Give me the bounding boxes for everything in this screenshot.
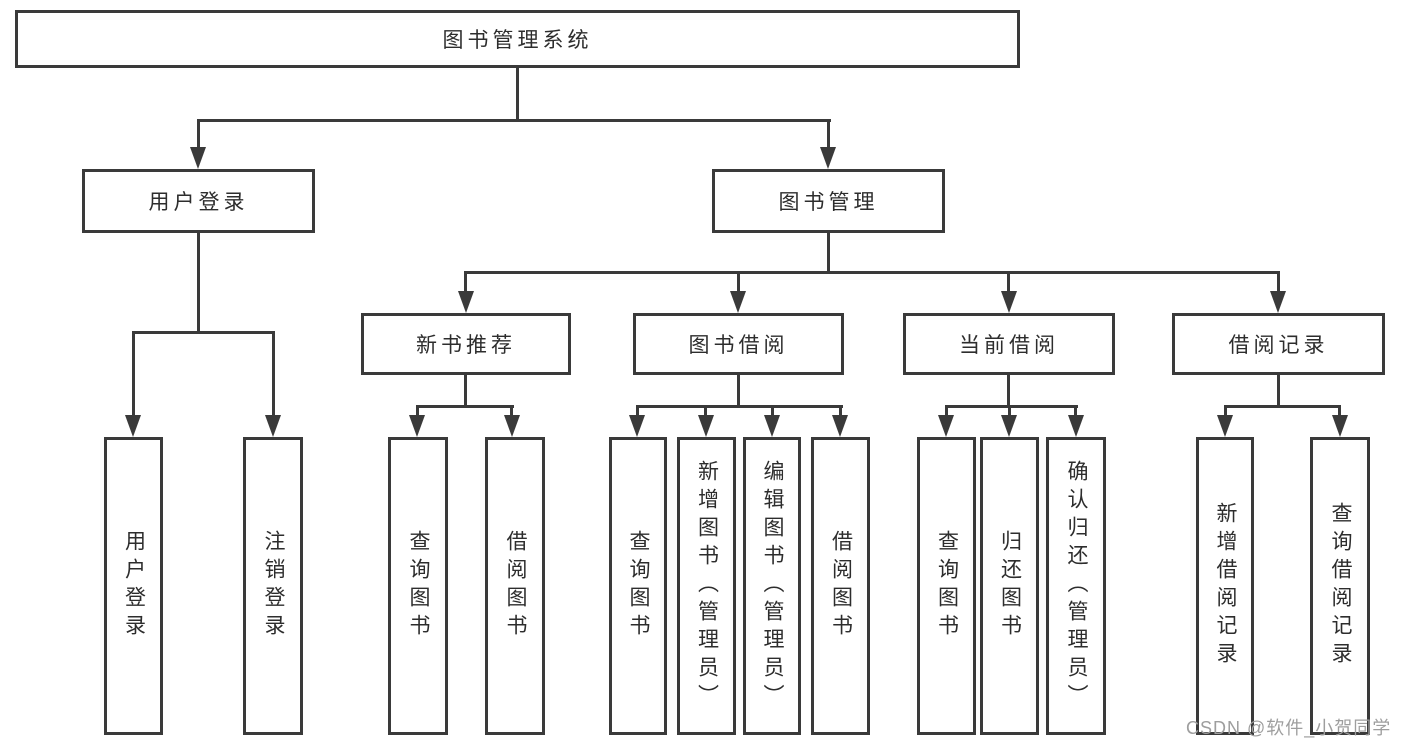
arrow-to-borrowing-edit-books	[764, 415, 780, 437]
connector-user-login-drop-right	[272, 331, 275, 417]
leaf-current-confirm-return-admin: 确认归还（管理员）	[1046, 437, 1106, 735]
connector-drop-borrowing-records	[1277, 271, 1280, 294]
arrow-to-borrowing-records	[1270, 291, 1286, 313]
connector-current-drop-2	[1008, 405, 1011, 419]
arrow-to-leaf-logout-login	[265, 415, 281, 437]
node-book-borrowing: 图书借阅	[633, 313, 844, 375]
connector-root-drop-left	[197, 119, 200, 149]
csdn-watermark: CSDN @软件_小贺同学	[1186, 718, 1392, 738]
connector-current-span	[945, 405, 1078, 408]
arrow-to-current-borrowing	[1001, 291, 1017, 313]
node-library-system-label: 图书管理系统	[442, 29, 593, 52]
connector-drop-book-borrowing	[737, 271, 740, 294]
leaf-borrowing-query-books-label: 查询图书	[627, 530, 651, 642]
leaf-user-login-label: 用户登录	[122, 530, 146, 642]
node-current-borrowing: 当前借阅	[903, 313, 1115, 375]
leaf-current-confirm-return-admin-label: 确认归还（管理员）	[1065, 460, 1089, 712]
arrow-to-new-book-recommend	[458, 291, 474, 313]
connector-book-management-trunk	[827, 233, 830, 274]
node-user-login: 用户登录	[82, 169, 315, 233]
node-current-borrowing-label: 当前借阅	[959, 334, 1059, 357]
leaf-borrowing-query-books: 查询图书	[609, 437, 667, 735]
connector-borrowing-drop-1	[636, 405, 639, 419]
connector-recommend-drop-1	[416, 405, 419, 419]
leaf-recommend-borrow-books-label: 借阅图书	[504, 530, 528, 642]
node-new-book-recommend-label: 新书推荐	[416, 334, 516, 357]
arrow-to-borrowing-query-books	[629, 415, 645, 437]
arrow-to-borrowing-borrow-books	[832, 415, 848, 437]
leaf-user-login: 用户登录	[104, 437, 163, 735]
connector-borrowing-drop-4	[839, 405, 842, 419]
connector-drop-new-book-recommend	[464, 271, 467, 294]
leaf-current-return-books: 归还图书	[980, 437, 1039, 735]
connector-records-trunk	[1277, 375, 1280, 408]
leaf-recommend-borrow-books: 借阅图书	[485, 437, 545, 735]
leaf-current-return-books-label: 归还图书	[998, 530, 1022, 642]
leaf-records-query-borrow-record-label: 查询借阅记录	[1329, 502, 1353, 670]
connector-book-management-span	[465, 271, 1280, 274]
leaf-current-query-books-label: 查询图书	[935, 530, 959, 642]
connector-borrowing-trunk	[737, 375, 740, 408]
leaf-recommend-query-books-label: 查询图书	[407, 530, 431, 642]
arrow-to-user-login	[190, 147, 206, 169]
leaf-records-query-borrow-record: 查询借阅记录	[1310, 437, 1370, 735]
connector-root-drop-right	[827, 119, 830, 149]
node-borrowing-records: 借阅记录	[1172, 313, 1385, 375]
connector-recommend-drop-2	[510, 405, 513, 419]
connector-current-trunk	[1007, 375, 1010, 408]
node-book-borrowing-label: 图书借阅	[688, 334, 789, 357]
node-library-system: 图书管理系统	[15, 10, 1020, 68]
leaf-borrowing-add-books-admin: 新增图书（管理员）	[677, 437, 736, 735]
arrow-to-current-return-books	[1001, 415, 1017, 437]
connector-records-drop-2	[1338, 405, 1341, 419]
node-new-book-recommend: 新书推荐	[361, 313, 571, 375]
arrow-to-recommend-query-books	[409, 415, 425, 437]
leaf-borrowing-edit-books-admin-label: 编辑图书（管理员）	[761, 460, 785, 712]
leaf-logout-login: 注销登录	[243, 437, 303, 735]
connector-root-span	[197, 119, 831, 122]
arrow-to-leaf-user-login	[125, 415, 141, 437]
connector-recommend-span	[416, 405, 514, 408]
arrow-to-current-confirm-return	[1068, 415, 1084, 437]
arrow-to-current-query-books	[938, 415, 954, 437]
connector-user-login-trunk	[197, 233, 200, 334]
connector-current-drop-3	[1074, 405, 1077, 419]
leaf-logout-login-label: 注销登录	[262, 530, 286, 642]
leaf-borrowing-add-books-admin-label: 新增图书（管理员）	[695, 460, 719, 712]
connector-current-drop-1	[945, 405, 948, 419]
node-borrowing-records-label: 借阅记录	[1228, 334, 1329, 357]
arrow-to-recommend-borrow-books	[504, 415, 520, 437]
connector-records-span	[1224, 405, 1341, 408]
node-user-login-label: 用户登录	[148, 191, 249, 214]
leaf-recommend-query-books: 查询图书	[388, 437, 448, 735]
connector-borrowing-span	[636, 405, 843, 408]
leaf-current-query-books: 查询图书	[917, 437, 976, 735]
connector-drop-current-borrowing	[1007, 271, 1010, 294]
connector-root-trunk	[516, 68, 519, 121]
arrow-to-book-borrowing	[730, 291, 746, 313]
leaf-borrowing-borrow-books: 借阅图书	[811, 437, 870, 735]
connector-recommend-trunk	[464, 375, 467, 408]
leaf-records-add-borrow-record-label: 新增借阅记录	[1214, 502, 1238, 670]
arrow-to-book-management	[820, 147, 836, 169]
node-book-management: 图书管理	[712, 169, 945, 233]
leaf-borrowing-borrow-books-label: 借阅图书	[829, 530, 853, 642]
arrow-to-records-query-record	[1332, 415, 1348, 437]
arrow-to-borrowing-add-books	[698, 415, 714, 437]
leaf-records-add-borrow-record: 新增借阅记录	[1196, 437, 1254, 735]
node-book-management-label: 图书管理	[778, 191, 879, 214]
leaf-borrowing-edit-books-admin: 编辑图书（管理员）	[743, 437, 801, 735]
connector-borrowing-drop-2	[704, 405, 707, 419]
connector-user-login-span	[132, 331, 275, 334]
connector-borrowing-drop-3	[771, 405, 774, 419]
arrow-to-records-add-record	[1217, 415, 1233, 437]
connector-user-login-drop-left	[132, 331, 135, 417]
connector-records-drop-1	[1224, 405, 1227, 419]
